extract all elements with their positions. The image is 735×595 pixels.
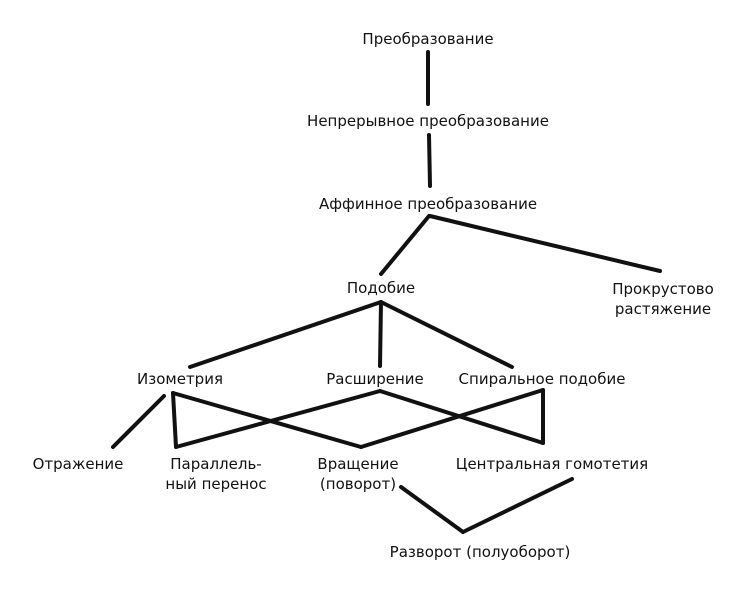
node-reflection: Отражение [33, 454, 124, 474]
node-half-turn: Разворот (полуоборот) [390, 542, 571, 562]
edge-homothety-half-turn [461, 477, 574, 534]
node-rotation: Вращение (поворот) [317, 454, 398, 494]
node-continuous-transformation: Непрерывное преобразование [307, 111, 549, 131]
edge-translation-dilation [174, 389, 382, 449]
node-label: (поворот) [319, 475, 397, 493]
node-label: Преобразование [362, 30, 494, 48]
node-similarity: Подобие [347, 278, 415, 298]
edge-isometry-reflection [111, 394, 166, 449]
node-label: растяжение [614, 300, 712, 318]
edge-similarity-dilation [378, 300, 383, 368]
edge-affine-similarity [379, 214, 431, 276]
node-label: Прокрустово [612, 280, 714, 298]
node-label: ный перенос [165, 475, 267, 493]
node-dilation: Расширение [326, 369, 424, 389]
edge-similarity-spiral [379, 300, 514, 369]
edge-isometry-translation [171, 391, 178, 449]
node-spiral-similarity: Спиральное подобие [459, 369, 626, 389]
node-label: Аффинное преобразование [318, 195, 538, 213]
node-parallel-translation: Параллель- ный перенос [165, 454, 266, 494]
node-procrustes-stretch: Прокрустово растяжение [612, 279, 714, 319]
node-label: Подобие [346, 279, 416, 297]
node-central-homothety: Центральная гомотетия [456, 454, 648, 474]
node-label: Спиральное подобие [458, 370, 626, 388]
node-label: Расширение [326, 370, 424, 388]
node-label: Центральная гомотетия [455, 455, 649, 473]
node-label: Вращение [317, 455, 399, 473]
edge-rotation-half-turn [399, 485, 465, 534]
node-label: Параллель- [170, 455, 262, 473]
edge-affine-procrustes [428, 214, 662, 273]
node-label: Непрерывное преобразование [307, 112, 549, 130]
edge-continuous-affine [427, 133, 432, 188]
node-affine-transformation: Аффинное преобразование [319, 194, 537, 214]
edge-spiral-rotation [359, 388, 545, 449]
edge-similarity-isometry [188, 300, 383, 369]
node-label: Изометрия [137, 370, 223, 388]
node-isometry: Изометрия [137, 369, 223, 389]
node-label: Разворот (полуоборот) [389, 543, 571, 561]
node-transformation: Преобразование [362, 29, 493, 49]
node-label: Отражение [32, 455, 124, 473]
